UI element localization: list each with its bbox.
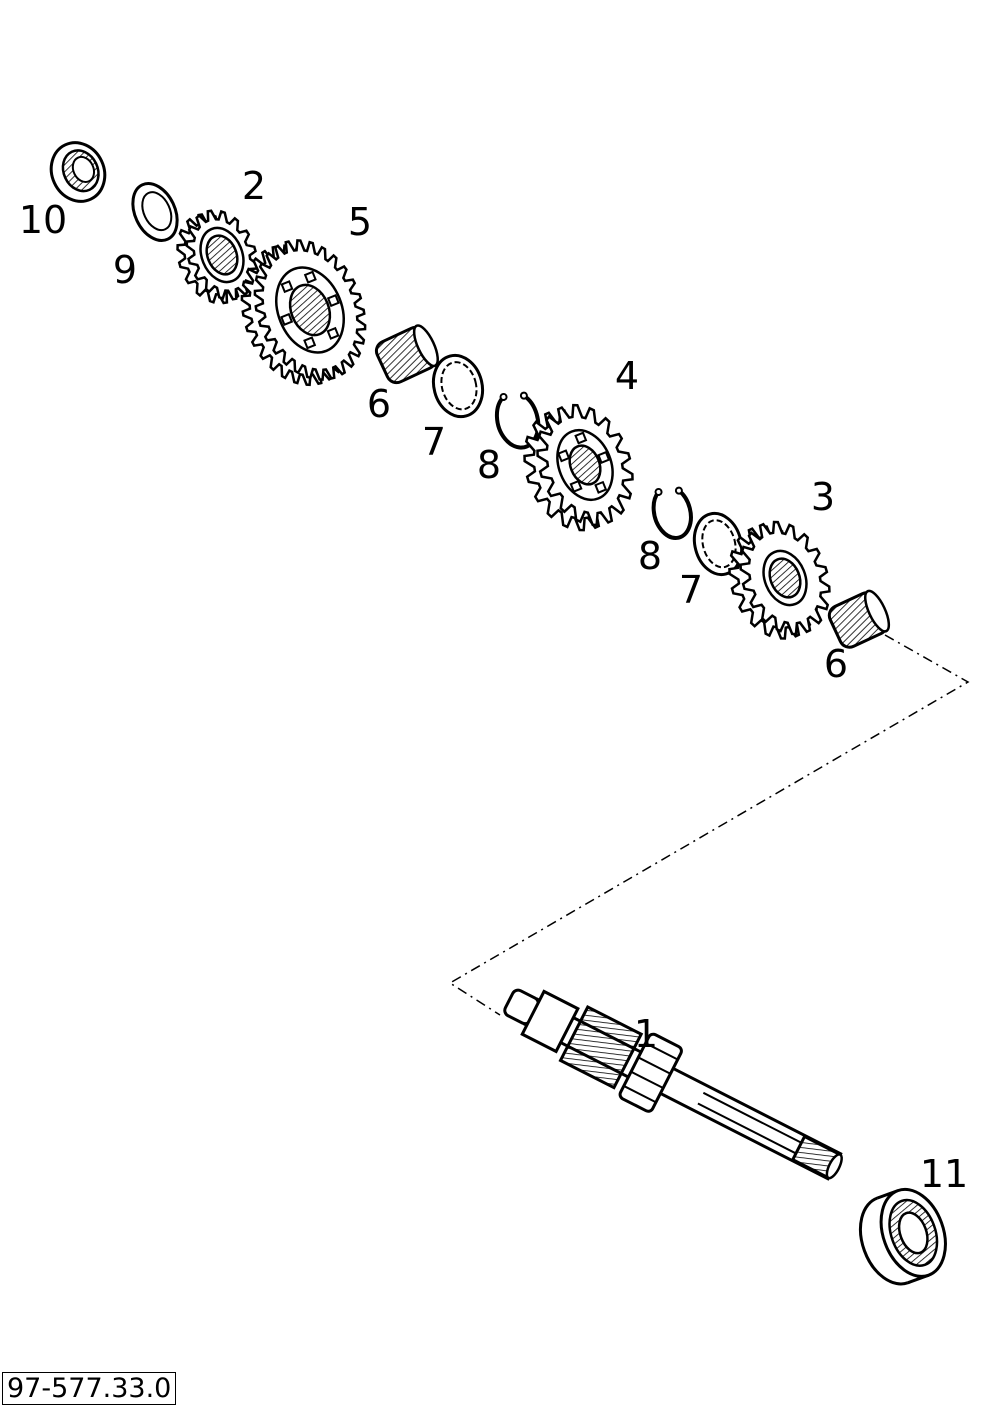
gear-2 [176,209,259,305]
gear-4 [523,403,634,532]
needle-cage-6-lower [827,589,891,649]
thrust-washer-9 [131,182,179,242]
callout-10: 10 [18,198,68,242]
callout-7-upper: 7 [421,420,447,464]
ball-bearing-11 [858,1187,947,1286]
callout-8-upper: 8 [476,443,502,487]
needle-cage-6-upper [374,324,439,385]
splined-washer-7-lower [692,511,744,577]
drawing-code-label: 97-577.33.0 [2,1372,177,1406]
needle-bearing-10 [49,141,107,203]
gear-3 [728,520,831,640]
callout-7-lower: 7 [678,568,704,612]
callout-2: 2 [241,164,267,208]
callout-6-upper: 6 [366,382,392,426]
splined-washer-7-upper [431,353,485,419]
callout-3: 3 [810,475,836,519]
main-shaft-1 [503,988,843,1181]
gear-5 [240,239,367,387]
callout-6-lower: 6 [823,642,849,686]
callout-1: 1 [633,1012,659,1056]
callout-4: 4 [614,354,640,398]
circlip-8-upper [494,391,541,450]
assembly-guide-line [448,634,970,1016]
callout-9: 9 [112,248,138,292]
circlip-8-lower [651,486,693,540]
callout-5: 5 [347,200,373,244]
callout-8-lower: 8 [637,534,663,578]
callout-11: 11 [919,1152,969,1196]
